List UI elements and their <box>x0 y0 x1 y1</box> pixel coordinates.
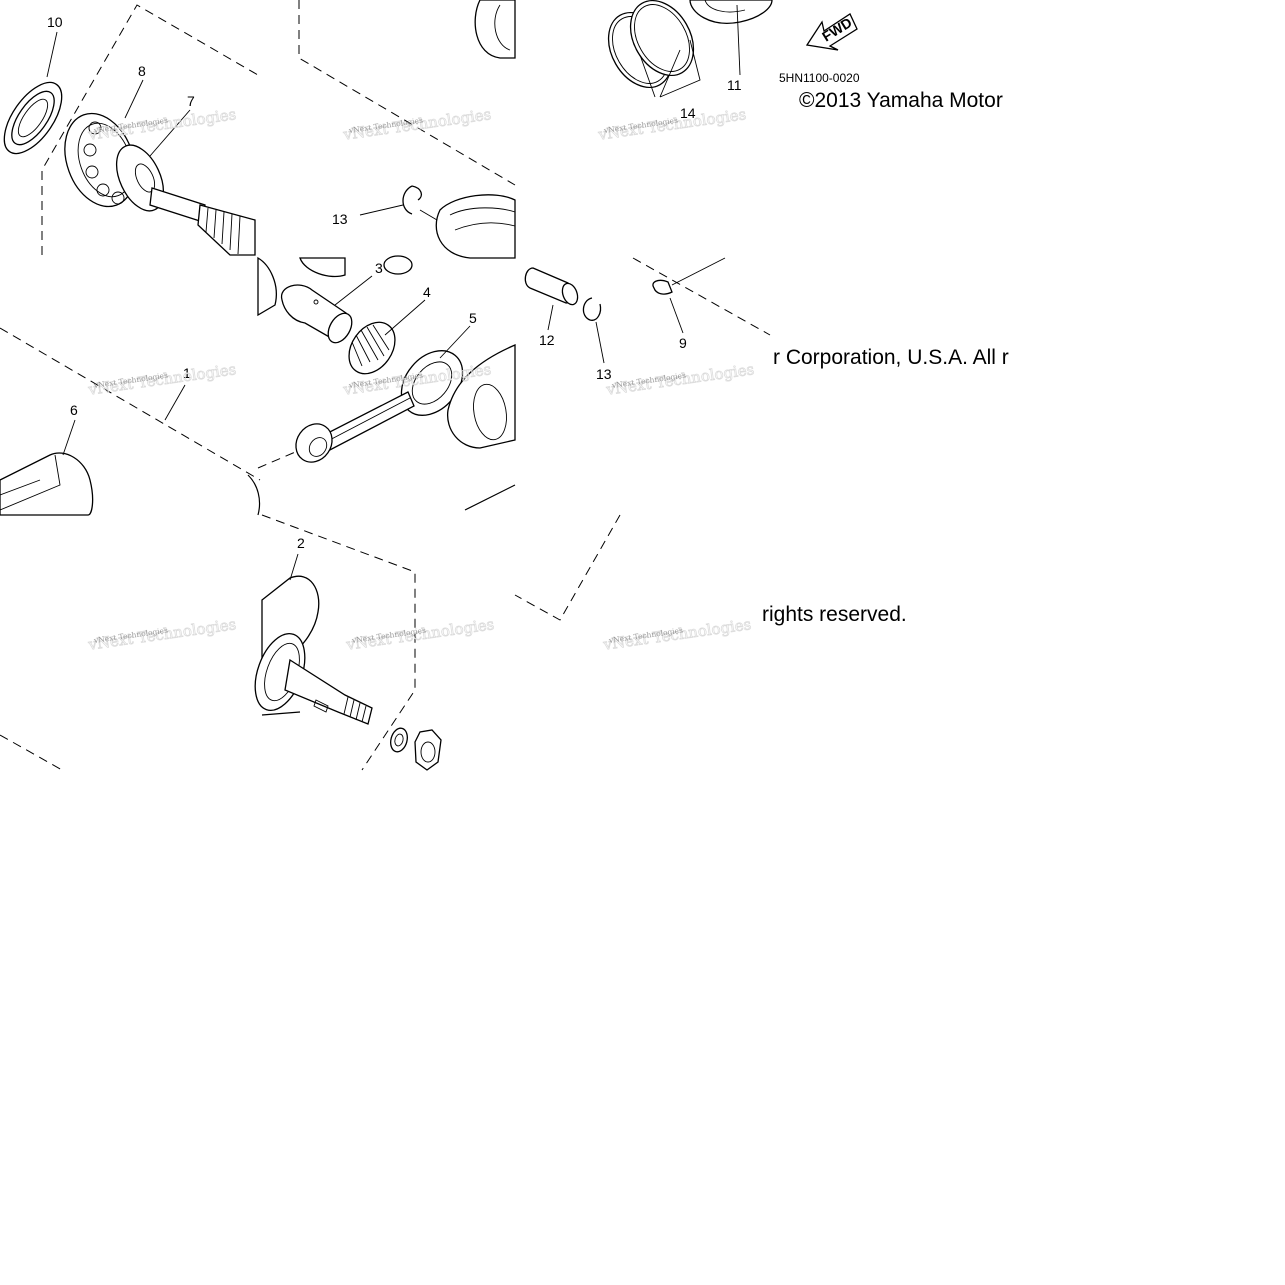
circlip-part-13-lower <box>582 297 602 321</box>
crank-web-right <box>447 344 516 511</box>
connecting-rod-part-5 <box>295 350 464 463</box>
copyright-line-3: rights reserved. <box>762 603 907 626</box>
callout-11: 11 <box>727 77 742 93</box>
copyright-line-1: ©2013 Yamaha Motor <box>799 89 1003 112</box>
callout-9: 9 <box>679 335 687 351</box>
callout-1: 1 <box>183 365 191 381</box>
callout-4: 4 <box>423 284 431 300</box>
piston-middle-fragment <box>435 194 516 259</box>
leader-lines <box>46 4 741 581</box>
watermarks: vNext Technologies vNext Technologies vN… <box>86 105 756 655</box>
callout-8: 8 <box>138 63 146 79</box>
callout-14: 14 <box>680 105 696 121</box>
fwd-arrow-icon: FWD <box>805 13 858 51</box>
crankshaft-part-2 <box>254 575 373 725</box>
callout-13-upper: 13 <box>332 211 348 227</box>
callout-10: 10 <box>47 14 63 30</box>
piston-pin-part-12 <box>524 267 579 306</box>
crank-web-part-6 <box>0 452 261 516</box>
woodruff-key-part-9 <box>652 257 726 295</box>
callout-7: 7 <box>187 93 195 109</box>
callout-13-lower: 13 <box>596 366 612 382</box>
callout-5: 5 <box>469 310 477 326</box>
circlip-part-13-upper <box>402 185 438 221</box>
callout-3: 3 <box>375 260 383 276</box>
callout-12: 12 <box>539 332 555 348</box>
callout-labels: 10 8 7 13 3 4 5 12 13 9 1 6 2 11 14 <box>47 14 742 551</box>
diagram-part-number: 5HN1100-0020 <box>779 71 860 85</box>
piston-part-11 <box>689 0 773 24</box>
crank-pin-part-3 <box>281 284 353 344</box>
copyright-line-2: r Corporation, U.S.A. All r <box>773 346 1009 369</box>
callout-6: 6 <box>70 402 78 418</box>
callout-2: 2 <box>297 535 305 551</box>
washer-and-nut <box>390 727 442 771</box>
piston-rings-part-14 <box>607 0 695 89</box>
needle-bearing-part-4 <box>348 321 396 375</box>
piston-top-part <box>474 0 516 59</box>
assembly-outlines <box>0 0 771 771</box>
crankshaft-left-end <box>149 187 256 256</box>
oil-seal-part-10 <box>3 81 63 155</box>
crank-web-upper <box>257 255 413 317</box>
